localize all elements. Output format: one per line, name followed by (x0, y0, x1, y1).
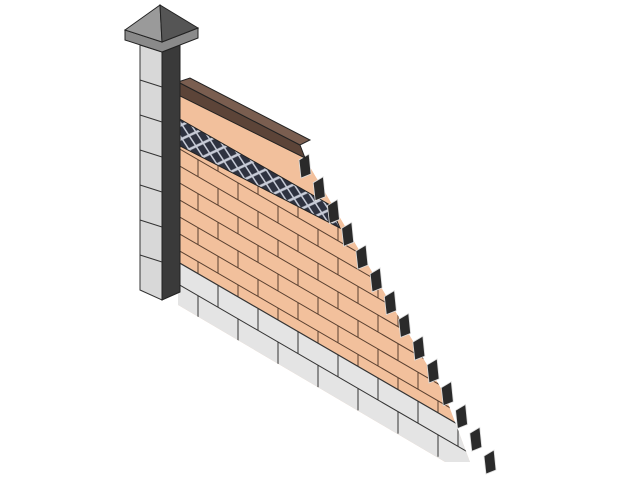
pillar-joint (139, 149, 163, 158)
mesh-reinforcement (178, 117, 342, 230)
pillar-joint (139, 219, 163, 228)
pillar-cap-right (159, 4, 200, 43)
wall-coping-top (176, 77, 312, 146)
brick-step-end (426, 358, 440, 384)
brick-step-end (341, 221, 355, 247)
brick-step-end (483, 449, 497, 475)
brick-step-end (440, 381, 454, 407)
brick-step-end (398, 312, 412, 338)
base-block-band (178, 262, 470, 462)
brick-step-end (412, 335, 426, 361)
base-course-line (178, 283, 470, 454)
base-block-joints (178, 261, 470, 457)
pillar-joint (139, 114, 163, 123)
brick-step-end (298, 153, 312, 179)
brick-wall (178, 88, 470, 462)
brick-step-end (455, 403, 468, 430)
brick-step-end (383, 289, 397, 316)
pillar-side (161, 44, 181, 301)
pillar-joint (139, 254, 163, 263)
pillar-joint (139, 79, 163, 88)
pillar (123, 4, 200, 301)
base-top-line (178, 261, 470, 444)
pillar-joints (139, 79, 163, 263)
brick-step-end (312, 176, 326, 202)
brick-step-end (327, 198, 340, 225)
brick-step-end (469, 426, 483, 452)
stepped-edge (298, 153, 497, 475)
brick-step-end (369, 267, 383, 293)
brick-step-end (355, 244, 369, 270)
pillar-joint (139, 184, 163, 193)
